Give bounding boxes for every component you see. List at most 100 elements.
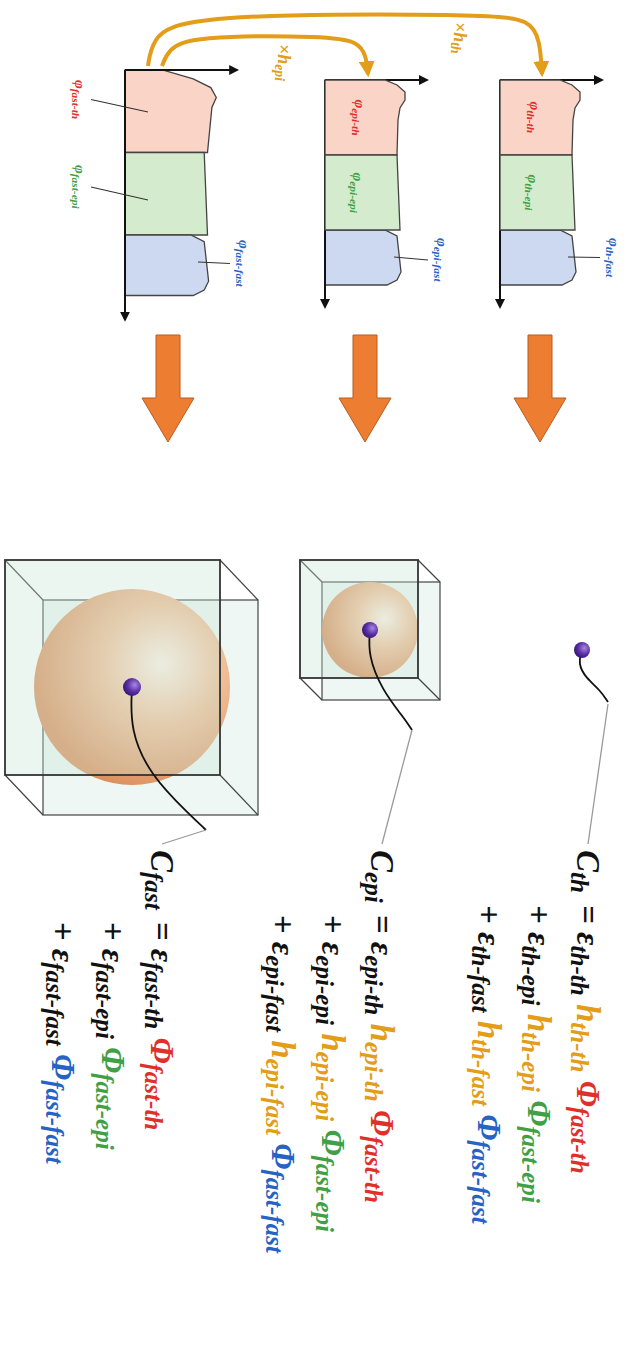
symbol: ε	[471, 932, 507, 946]
equation-term: Φfast-epi	[315, 1129, 351, 1232]
space	[521, 1005, 557, 1013]
subscript: th	[448, 42, 463, 53]
cube-edge	[220, 560, 258, 600]
moderator-cube	[300, 560, 440, 700]
space	[315, 1121, 351, 1129]
cube-edge	[418, 560, 440, 582]
space	[265, 1032, 301, 1040]
space	[570, 996, 606, 1004]
equation-term: =	[570, 905, 606, 924]
space	[471, 924, 507, 932]
flux-label: φepi-th	[349, 100, 368, 136]
subscript: th-epi	[516, 1032, 543, 1092]
symbol: φ	[606, 238, 622, 247]
cube-edge	[220, 775, 258, 815]
spectrum-region	[500, 230, 576, 285]
subscript: epi-fast	[261, 955, 288, 1032]
symbol: h	[364, 1023, 400, 1041]
region-shape	[325, 155, 400, 230]
symbol: Φ	[315, 1129, 351, 1155]
subscript: epi-epi	[348, 181, 360, 213]
leader-line	[382, 730, 412, 844]
equation-term: εth-fast	[471, 932, 507, 1012]
region-fill	[500, 80, 580, 155]
subscript: fast-fast	[41, 1080, 68, 1164]
subscript: fast-th	[566, 1107, 593, 1174]
subscript: fast-th	[140, 962, 167, 1029]
symbol: Φ	[364, 1110, 400, 1136]
symbol: ε	[95, 949, 131, 963]
symbol: ε	[570, 932, 606, 946]
subscript: th-fast	[604, 247, 616, 277]
block-arrow	[142, 335, 194, 442]
block-arrow	[339, 335, 391, 442]
cube-edge	[418, 678, 440, 700]
symbol: h	[471, 1021, 507, 1039]
symbol: C	[144, 850, 180, 872]
flux-axis	[125, 69, 237, 71]
equation-term: +	[521, 905, 557, 924]
equation-term: +	[315, 915, 351, 934]
subscript: th-th	[525, 110, 537, 133]
symbol: +	[315, 915, 351, 934]
region-shape	[500, 155, 575, 230]
subscript: th-fast	[467, 946, 494, 1013]
subscript: fast-fast	[41, 962, 68, 1046]
leader-line	[588, 704, 608, 844]
subscript: fast-epi	[310, 1155, 337, 1232]
equation-term: hth-th	[570, 1004, 606, 1073]
symbol: +	[471, 905, 507, 924]
flux-label: φfast-th	[69, 80, 88, 119]
space	[315, 1025, 351, 1033]
symbol: φ	[236, 240, 252, 249]
equation-term: +	[265, 915, 301, 934]
detector	[362, 622, 378, 638]
subscript: epi-th	[350, 108, 362, 135]
subscript: fast-epi	[516, 1126, 543, 1203]
equation-term: hth-epi	[521, 1014, 557, 1092]
symbol: C	[364, 850, 400, 872]
subscript: th	[566, 872, 593, 893]
space	[364, 1015, 400, 1023]
spectrum-region: φth-epi	[500, 155, 575, 230]
cube-edge	[300, 678, 322, 700]
symbol: Φ	[95, 1047, 131, 1073]
subscript: th-fast	[467, 1039, 494, 1106]
equation-term: =	[144, 922, 180, 941]
symbol: =	[364, 915, 400, 934]
symbol: φ	[525, 175, 541, 184]
subscript: epi-epi	[310, 955, 337, 1025]
detector	[574, 642, 590, 658]
spectrum-region: φepi-th	[325, 80, 405, 155]
equation-term: Φfast-th	[364, 1110, 400, 1203]
space	[315, 933, 351, 941]
symbol: Φ	[144, 1037, 180, 1063]
leader-line	[91, 187, 148, 200]
space	[471, 1106, 507, 1114]
symbol: h	[570, 1004, 606, 1022]
leader-line	[568, 256, 600, 258]
equation-term: hepi-epi	[315, 1033, 351, 1121]
space	[265, 933, 301, 941]
symbol: φ	[527, 102, 543, 111]
region-fill	[325, 80, 405, 155]
space	[364, 1102, 400, 1110]
flux-label: ×hth	[447, 22, 470, 54]
subscript: fast-th	[70, 89, 82, 119]
spectrum-region: φepi-epi	[325, 155, 400, 230]
equation-term: Φfast-epi	[95, 1047, 131, 1150]
flux-label: φth-th	[524, 102, 543, 134]
symbol: +	[45, 922, 81, 941]
equation-term: Φfast-epi	[521, 1100, 557, 1203]
spectrum-region	[325, 230, 401, 285]
scaling-arrow	[148, 14, 542, 74]
cube-front	[5, 560, 220, 775]
equation-term: εepi-th	[364, 942, 400, 1015]
equation-term: Φfast-fast	[265, 1143, 301, 1253]
equation: Cfast = εfast-th Φfast-th + εfast-epi Φf…	[34, 850, 182, 1164]
subscript: epi-epi	[310, 1052, 337, 1122]
scaling-arrow	[162, 36, 368, 74]
detector-cable	[131, 687, 206, 830]
equation-term: εth-th	[570, 932, 606, 996]
